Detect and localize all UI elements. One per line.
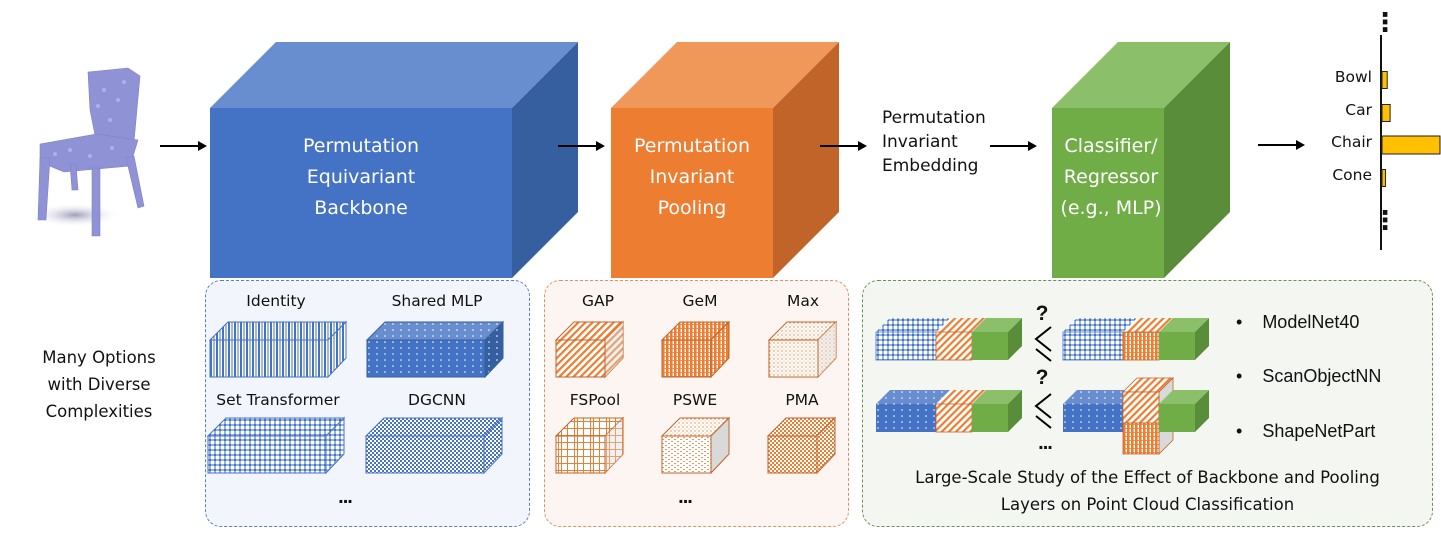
chart-category-label: Car (1345, 101, 1372, 119)
backbone-label-line: Permutation (303, 135, 419, 157)
chart-category-label: Chair (1331, 133, 1372, 151)
less-equal-icon-1 (1034, 326, 1052, 362)
gem-cube-icon (660, 320, 731, 379)
study-caption: Large-Scale Study of the Effect of Backb… (862, 464, 1433, 518)
arrow-input-to-backbone (160, 141, 207, 151)
pipeline-b-right (1063, 377, 1209, 455)
option-label-set-transformer: Set Transformer (216, 391, 340, 409)
less-equal-icon-2 (1034, 393, 1052, 429)
classifier-cube (1052, 42, 1230, 278)
backbone-cube-side (512, 42, 578, 278)
option-label-dgcnn: DGCNN (408, 391, 466, 409)
side-note: Many Options with Diverse Complexities (14, 344, 184, 425)
option-label-pswe: PSWE (672, 391, 718, 409)
dataset-item-modelnet40: • ModelNet40 (1236, 312, 1360, 332)
pswe-cube-icon (660, 416, 731, 475)
embedding-label-line: Embedding (882, 156, 979, 176)
side-note-line: Complexities (45, 402, 153, 421)
shared-mlp-cube-icon (365, 320, 505, 379)
pooling-label-line: Permutation (634, 135, 750, 157)
option-label-gap: GAP (582, 292, 614, 310)
backbone-options-panel (205, 280, 530, 527)
chart-bar-chair (1381, 135, 1441, 155)
classifier-cube-top (1052, 42, 1230, 108)
fspool-cube-icon (554, 416, 625, 475)
classifier-label-line: Regressor (1063, 166, 1159, 188)
backbone-cube-top (210, 42, 578, 108)
classifier-label-line: (e.g., MLP) (1060, 197, 1162, 219)
embedding-label-line: Permutation (882, 108, 986, 128)
arrow-classifier-to-output (1258, 140, 1305, 150)
comparison-question-2: ? (1035, 366, 1049, 389)
classifier-label-line: Classifier/ (1064, 135, 1158, 157)
arrow-embedding-to-classifier (990, 141, 1037, 151)
chart-plot (1380, 35, 1441, 250)
backbone-label-line: Equivariant (306, 166, 416, 188)
dataset-label: ModelNet40 (1262, 312, 1360, 332)
identity-cube-icon (208, 320, 348, 379)
pipeline-a-left (875, 318, 1022, 361)
arrow-backbone-to-pooling (558, 141, 605, 151)
embedding-label-line: Invariant (882, 132, 958, 152)
option-label-shared-mlp: Shared MLP (391, 292, 483, 310)
pipeline-b-left (876, 390, 1022, 433)
pooling-more-ellipsis: ... (678, 486, 693, 508)
gap-cube-icon (554, 320, 625, 379)
pooling-cube-top (611, 42, 839, 108)
chart-category-label: Cone (1332, 166, 1372, 184)
comparison-question-1: ? (1035, 302, 1049, 325)
classifier-label: Classifier/ Regressor (e.g., MLP) (1030, 131, 1192, 224)
pooling-label: Permutation Invariant Pooling (611, 131, 773, 224)
chart-bar-bowl (1381, 71, 1388, 89)
dataset-item-scanobjectnn: • ScanObjectNN (1236, 366, 1382, 386)
pooling-options-panel (544, 280, 849, 527)
study-caption-line: Layers on Point Cloud Classification (1000, 495, 1295, 514)
pooling-cube-side (773, 42, 839, 278)
pipeline-a-right (1062, 318, 1209, 361)
option-label-gem: GeM (682, 292, 718, 310)
dataset-label: ShapeNetPart (1262, 421, 1376, 441)
backbone-label-line: Backbone (314, 197, 408, 219)
embedding-label: Permutation Invariant Embedding (882, 106, 986, 178)
side-note-line: with Diverse (47, 375, 151, 394)
pma-cube-icon (766, 416, 837, 475)
backbone-more-ellipsis: ... (338, 486, 353, 508)
backbone-label: Permutation Equivariant Backbone (210, 131, 512, 224)
set-transformer-cube-icon (206, 416, 346, 475)
dataset-item-shapenetpart: • ShapeNetPart (1236, 421, 1376, 441)
option-label-pma: PMA (785, 391, 819, 409)
pooling-label-line: Invariant (649, 166, 735, 188)
study-more-ellipsis: ... (1038, 432, 1053, 454)
side-note-line: Many Options (42, 348, 156, 367)
dataset-label: ScanObjectNN (1262, 366, 1382, 386)
arrow-pooling-to-embedding (820, 141, 867, 151)
classifier-cube-front (1052, 108, 1164, 278)
option-label-fspool: FSPool (569, 391, 621, 409)
down-arrow-pooling-icon (674, 248, 710, 276)
chart-category-label: Bowl (1334, 68, 1372, 86)
chart-bar-car (1381, 104, 1391, 122)
point-cloud-chair-image (30, 67, 145, 237)
option-label-max: Max (786, 292, 820, 310)
chart-bar-cone (1381, 169, 1386, 187)
option-label-identity: Identity (246, 292, 306, 310)
dgcnn-cube-icon (364, 416, 504, 475)
pooling-label-line: Pooling (657, 197, 727, 219)
down-arrow-backbone-icon (342, 248, 378, 276)
study-caption-line: Large-Scale Study of the Effect of Backb… (915, 468, 1380, 487)
max-cube-icon (767, 320, 838, 379)
classifier-cube-side (1164, 42, 1230, 278)
